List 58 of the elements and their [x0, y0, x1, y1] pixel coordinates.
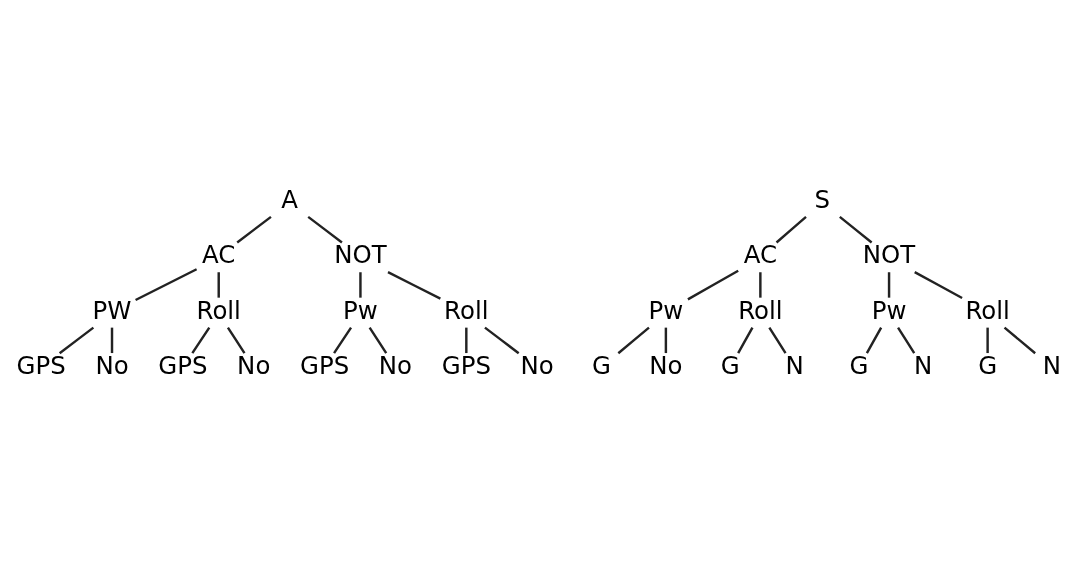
- connector: [217, 271, 220, 298]
- node-text: NOT: [334, 239, 387, 269]
- connector: [759, 271, 762, 298]
- connector: [368, 326, 388, 354]
- connector: [617, 326, 650, 354]
- connector: [135, 267, 198, 301]
- connector: [986, 327, 989, 353]
- node-text: N: [1042, 350, 1062, 380]
- connector: [359, 271, 362, 298]
- node-text: Roll: [738, 295, 783, 325]
- node-text: Roll: [196, 295, 241, 325]
- node-text: N: [914, 350, 933, 380]
- connector: [687, 269, 739, 300]
- node-text: Pw: [871, 295, 907, 325]
- connector: [307, 215, 343, 243]
- connector: [887, 271, 891, 298]
- connector: [914, 270, 963, 299]
- connector: [768, 326, 787, 354]
- connector: [865, 326, 883, 354]
- node-text: No: [649, 350, 683, 380]
- node-text: No: [95, 350, 129, 380]
- connector: [484, 326, 520, 354]
- node-text: No: [520, 350, 554, 380]
- connector: [775, 215, 807, 243]
- connector: [897, 326, 916, 354]
- node-text: Roll: [965, 295, 1010, 325]
- node-text: N: [785, 350, 804, 380]
- connector: [191, 326, 211, 354]
- node-text: AC: [202, 239, 236, 269]
- connector: [1003, 326, 1036, 354]
- node-text: S: [814, 184, 831, 214]
- connector: [58, 326, 95, 354]
- node-text: No: [378, 350, 413, 380]
- node-text: G: [592, 350, 611, 380]
- node-text: Pw: [343, 295, 378, 325]
- connector: [110, 327, 114, 353]
- node-text: NOT: [862, 239, 916, 269]
- node-text: Pw: [648, 295, 684, 325]
- connector: [236, 215, 272, 243]
- connector: [664, 327, 668, 353]
- node-text: PW: [92, 295, 132, 325]
- connector: [387, 270, 441, 300]
- node-text: GPS: [16, 350, 66, 380]
- node-text: Roll: [444, 295, 489, 325]
- node-text: AC: [743, 239, 778, 269]
- node-text: GPS: [441, 350, 491, 380]
- node-text: G: [849, 350, 869, 380]
- node-text: A: [281, 184, 298, 214]
- node-text: G: [720, 350, 740, 380]
- node-text: GPS: [158, 350, 208, 380]
- connector: [333, 326, 353, 354]
- connector: [737, 326, 754, 354]
- node-text: G: [978, 350, 998, 380]
- node-text: GPS: [300, 350, 350, 380]
- connector: [226, 326, 246, 354]
- connector: [839, 215, 873, 243]
- node-text: No: [237, 350, 271, 380]
- connector: [465, 327, 468, 353]
